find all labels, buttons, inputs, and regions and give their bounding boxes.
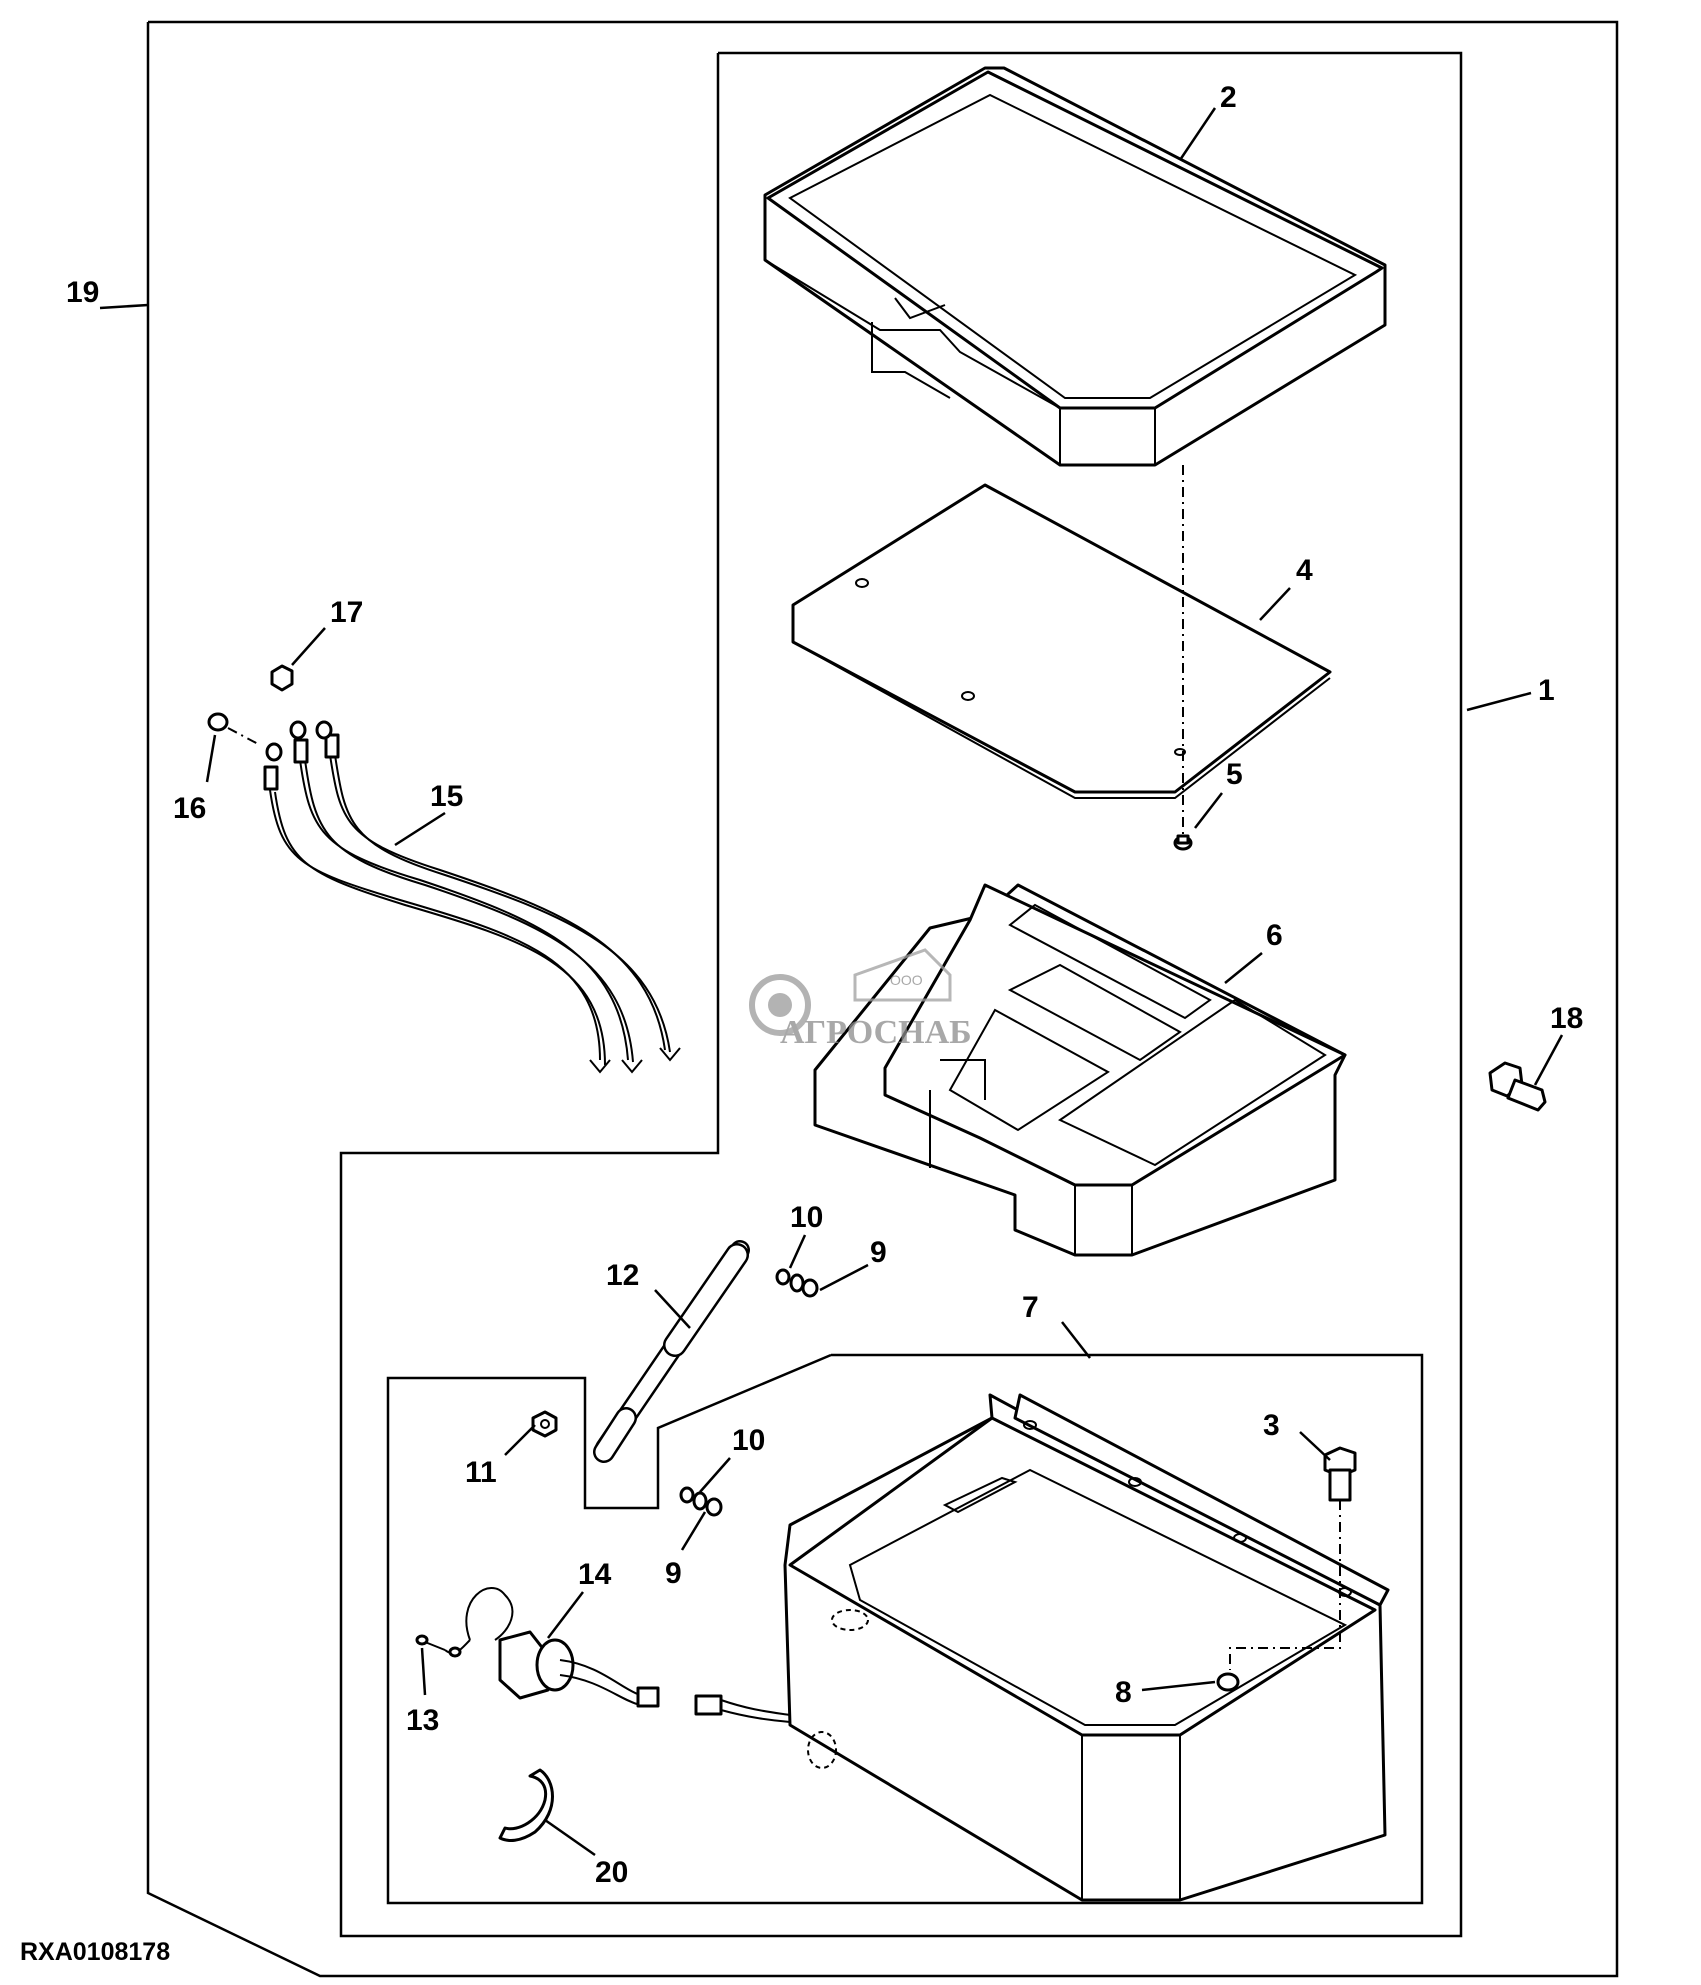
lid-part [763,66,1387,467]
washers-upper-part [775,1268,819,1298]
nut-11-part [531,1410,558,1438]
callout-4: 4 [1296,554,1313,587]
bolt-18-part [1488,1061,1547,1112]
callout-10-lower: 10 [732,1424,765,1457]
callout-9-upper: 9 [870,1236,887,1269]
screw-13-part [415,1634,471,1658]
screw-5-part [1173,834,1193,851]
callout-13: 13 [406,1704,439,1737]
bolt-3-part [1323,1446,1357,1502]
washers-lower-part [679,1486,723,1517]
callout-17: 17 [330,596,363,629]
mat-part [791,483,1332,799]
connector-14-part [465,1587,791,1723]
callout-11: 11 [465,1456,497,1489]
nut-17-part [270,664,294,692]
callout-6: 6 [1266,919,1283,952]
callout-9-lower: 9 [665,1557,682,1590]
clip-20-part [498,1768,554,1842]
callout-10-upper: 10 [790,1201,823,1234]
group-1-border [339,51,1463,1938]
callout-1: 1 [1538,674,1555,707]
callout-14: 14 [578,1558,612,1591]
callout-16: 16 [173,792,206,825]
watermark-logo: ООО АГРОСНАБ [749,948,972,1051]
group-7-border [386,1353,1424,1905]
watermark-name: АГРОСНАБ [780,1014,972,1051]
alignment-line-8 [1229,1500,1341,1670]
storage-box-part [783,1393,1390,1902]
figure-id: RXA0108178 [20,1938,170,1966]
callout-18: 18 [1550,1002,1583,1035]
group-19-border [146,20,1619,1978]
callout-3: 3 [1263,1409,1280,1442]
callout-5: 5 [1226,758,1243,791]
leader-lines [99,107,1564,1857]
callout-15: 15 [430,780,463,813]
callout-19: 19 [66,276,99,309]
watermark-prefix: ООО [890,972,923,988]
gas-strut-part [593,1240,750,1463]
callout-7: 7 [1022,1291,1039,1324]
wiring-harness-part [263,720,681,1074]
callout-8: 8 [1115,1676,1132,1709]
tray-insert-part [813,883,1347,1257]
callout-12: 12 [606,1259,639,1292]
nut-8-part [1216,1672,1240,1692]
callout-20: 20 [595,1856,628,1889]
callout-2: 2 [1220,81,1237,114]
nut-16-part [207,712,261,746]
